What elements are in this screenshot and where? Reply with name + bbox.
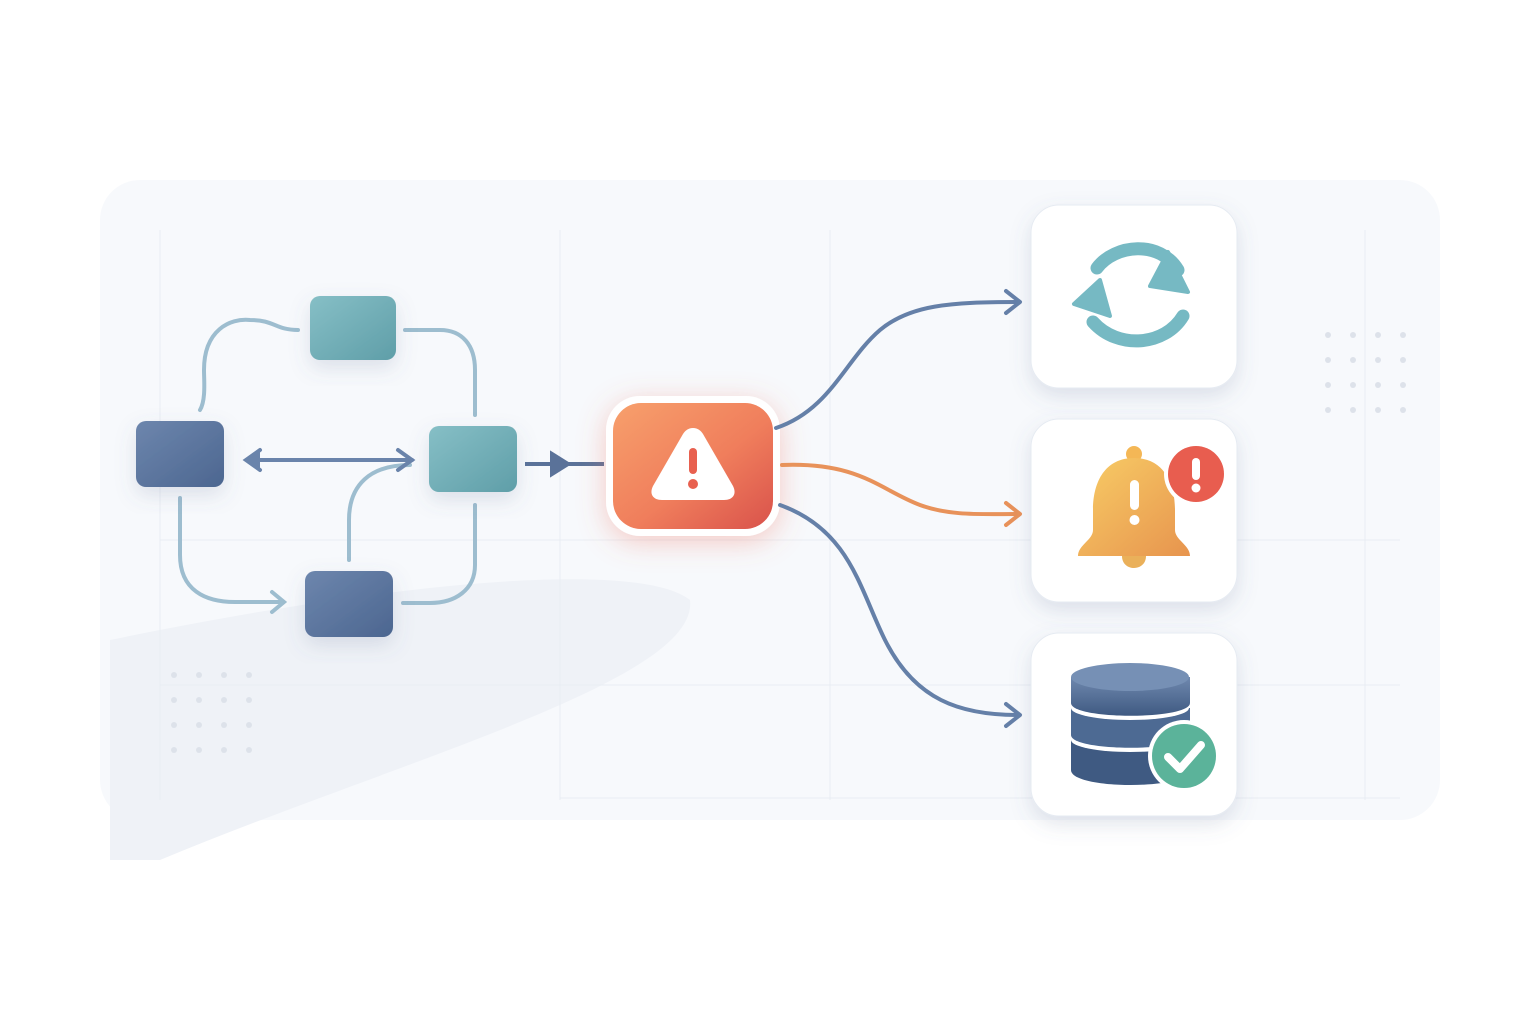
dot-grid-right: [1325, 332, 1406, 413]
grid-dot: [221, 697, 227, 703]
process-node-left[interactable]: [136, 421, 224, 487]
grid-dot: [196, 697, 202, 703]
alert-badge-icon: [1164, 442, 1228, 506]
connector-to-alert: [525, 450, 604, 478]
grid-dot: [221, 747, 227, 753]
grid-dot: [196, 722, 202, 728]
connector-left-bottom: [178, 496, 284, 604]
grid-dot: [246, 747, 252, 753]
arrowhead-notify: [1004, 501, 1022, 527]
grid-dot: [196, 672, 202, 678]
grid-dot: [1375, 357, 1381, 363]
grid-dot: [1400, 332, 1406, 338]
grid-dot: [1400, 407, 1406, 413]
cluster-connectors: [178, 317, 477, 614]
dot-grid-left: [171, 672, 252, 753]
outcome-card-retry[interactable]: [1030, 204, 1238, 389]
arrowhead-retry: [1004, 289, 1022, 315]
grid-dot: [1350, 357, 1356, 363]
grid-dot: [196, 747, 202, 753]
grid-dot: [246, 722, 252, 728]
arrowhead-persist: [1004, 702, 1022, 728]
grid-dot: [171, 672, 177, 678]
grid-dot: [1325, 382, 1331, 388]
grid-dot: [1325, 332, 1331, 338]
grid-dot: [1375, 332, 1381, 338]
bell-alert-icon: [1078, 442, 1228, 568]
path-to-persist: [778, 503, 1020, 717]
connector-left-top: [198, 317, 300, 412]
grid-dot: [1350, 382, 1356, 388]
grid-dot: [171, 747, 177, 753]
process-node-right[interactable]: [429, 426, 517, 492]
grid-dot: [246, 672, 252, 678]
background-swoosh: [110, 579, 691, 860]
connector-bottom-right-up: [347, 463, 412, 562]
path-to-retry: [774, 300, 1020, 430]
grid-dot: [171, 722, 177, 728]
grid-dot: [1325, 407, 1331, 413]
process-node-bottom[interactable]: [305, 571, 393, 637]
path-to-notify: [780, 462, 1020, 517]
outcome-card-notify[interactable]: [1030, 418, 1238, 603]
arrowhead-left-bottom: [270, 590, 288, 614]
grid-dot: [171, 697, 177, 703]
bidirectional-arrow: [242, 448, 416, 472]
database-check-icon: [1071, 663, 1220, 792]
alert-node[interactable]: [606, 396, 780, 536]
grid-dot: [221, 722, 227, 728]
grid-dot: [1350, 332, 1356, 338]
grid-dot: [1375, 407, 1381, 413]
outcome-card-persist[interactable]: [1030, 632, 1238, 817]
connector-right-bottom: [401, 503, 477, 605]
grid-dot: [1400, 357, 1406, 363]
warning-triangle-icon: [651, 428, 735, 500]
grid-dot: [1325, 357, 1331, 363]
connector-top-right: [403, 328, 477, 417]
process-node-top[interactable]: [310, 296, 396, 360]
grid-dot: [246, 697, 252, 703]
grid-dot: [1400, 382, 1406, 388]
grid-dot: [1350, 407, 1356, 413]
refresh-icon: [1072, 242, 1190, 348]
grid-dot: [1375, 382, 1381, 388]
grid-dot: [221, 672, 227, 678]
